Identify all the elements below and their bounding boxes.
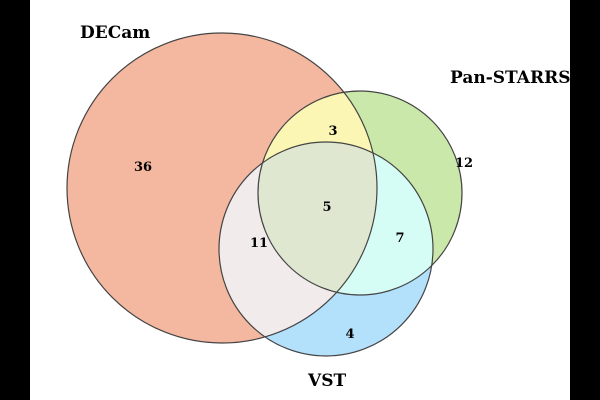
count-panstarrs-only: 12 <box>455 156 473 171</box>
decam-outline <box>66 32 378 344</box>
count-all-three: 5 <box>322 200 331 215</box>
count-decam-panstarrs: 3 <box>328 124 337 139</box>
panstarrs-outline <box>257 90 463 296</box>
count-decam-vst: 11 <box>250 236 268 251</box>
vst-outline <box>218 141 434 357</box>
decam-label: DECam <box>80 23 150 43</box>
vst-label: VST <box>307 371 346 391</box>
count-panstarrs-vst: 7 <box>395 231 404 246</box>
panstarrs-label: Pan-STARRS <box>450 68 570 88</box>
count-decam-only: 36 <box>134 160 152 175</box>
triple-region <box>258 142 377 295</box>
count-vst-only: 4 <box>345 327 354 342</box>
venn-svg: DECam Pan-STARRS VST 36 12 4 3 11 7 5 <box>66 23 570 391</box>
venn-diagram: DECam Pan-STARRS VST 36 12 4 3 11 7 5 <box>30 0 570 400</box>
